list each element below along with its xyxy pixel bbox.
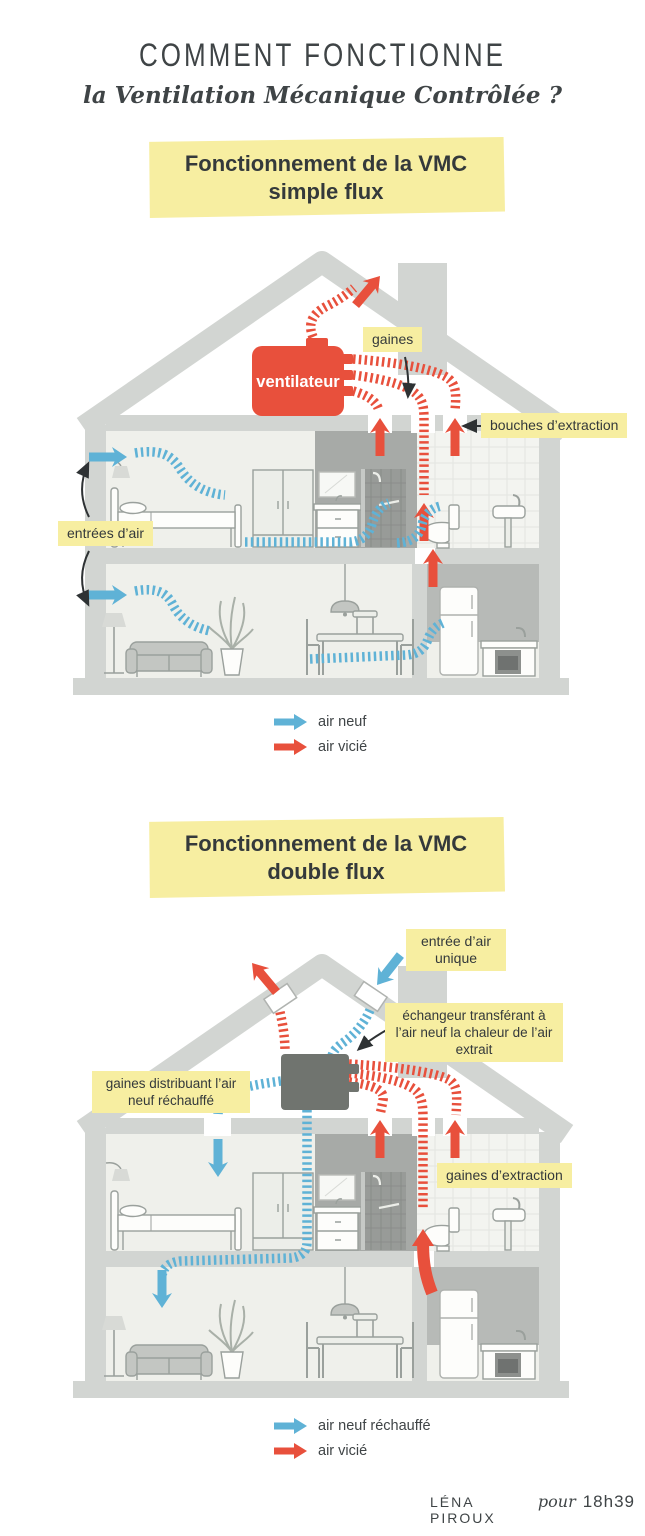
label-gaines: gaines (363, 327, 423, 352)
credit-preposition: pour (537, 1492, 576, 1511)
legend-row: air neuf réchauffé (273, 1417, 431, 1435)
fan-label: ventilateur (256, 373, 340, 391)
legend-simple-flux: air neuf air vicié (273, 713, 367, 756)
entrees-pointer-down (76, 550, 90, 607)
stale-air-ducts (275, 1010, 462, 1210)
label-bouches-extraction: bouches d’extraction (481, 413, 628, 438)
heading-line1: Fonctionnement de la VMC (184, 830, 468, 856)
section-heading-double-flux: Fonctionnement de la VMC double flux (149, 817, 505, 898)
fresh-air-flows (134, 447, 446, 664)
roof-vents (262, 980, 389, 1015)
label-gaines-distribuant: gaines distribuant l’air neuf réchauffé (92, 1071, 250, 1113)
stale-air-arrows (244, 956, 465, 1296)
label-entrees-air: entrées d’air (58, 521, 154, 546)
credit-author: LÉNA PIROUX (430, 1494, 496, 1526)
legend-label: air vicié (318, 739, 368, 755)
legend-label: air neuf réchauffé (318, 1418, 431, 1434)
label-entree-air-unique: entrée d’air unique (406, 929, 506, 971)
legend-row: air vicié (273, 738, 367, 756)
stale-air-ducts (305, 284, 461, 495)
label-echangeur: échangeur transférant à l’air neuf la ch… (385, 1003, 563, 1062)
stale-air-arrow-icon (274, 1443, 307, 1459)
fresh-air-arrow-icon (274, 714, 307, 730)
legend-row: air neuf (273, 713, 367, 731)
credit: LÉNA PIROUX pour 18h39 (430, 1492, 635, 1526)
pointer-arrows (76, 356, 481, 607)
gaines-pointer (402, 356, 416, 399)
heading-line1: Fonctionnement de la VMC (184, 150, 468, 176)
legend-label: air vicié (318, 1443, 368, 1459)
label-gaines-extraction: gaines d’extraction (437, 1163, 572, 1188)
page-title: COMMENT FONCTIONNE (139, 36, 506, 74)
diagram-simple-flux: ventilateur (55, 245, 645, 705)
heat-exchanger (281, 1054, 359, 1110)
legend-row: air vicié (273, 1442, 431, 1460)
heading-line2: simple flux (268, 178, 384, 204)
section-heading-simple-flux: Fonctionnement de la VMC simple flux (149, 137, 505, 218)
stale-air-arrow-icon (274, 739, 307, 755)
fan-unit: ventilateur (252, 338, 353, 416)
fresh-air-arrow-icon (274, 1418, 307, 1434)
intake-roof-vent (353, 980, 389, 1013)
legend-double-flux: air neuf réchauffé air vicié (273, 1417, 431, 1460)
credit-brand: 18h39 (582, 1492, 635, 1511)
heading-line2: double flux (267, 858, 385, 884)
legend-label: air neuf (318, 714, 367, 730)
page-subtitle: la Ventilation Mécanique Contrôlée ? (82, 82, 562, 109)
entrees-pointer-up (76, 461, 90, 518)
